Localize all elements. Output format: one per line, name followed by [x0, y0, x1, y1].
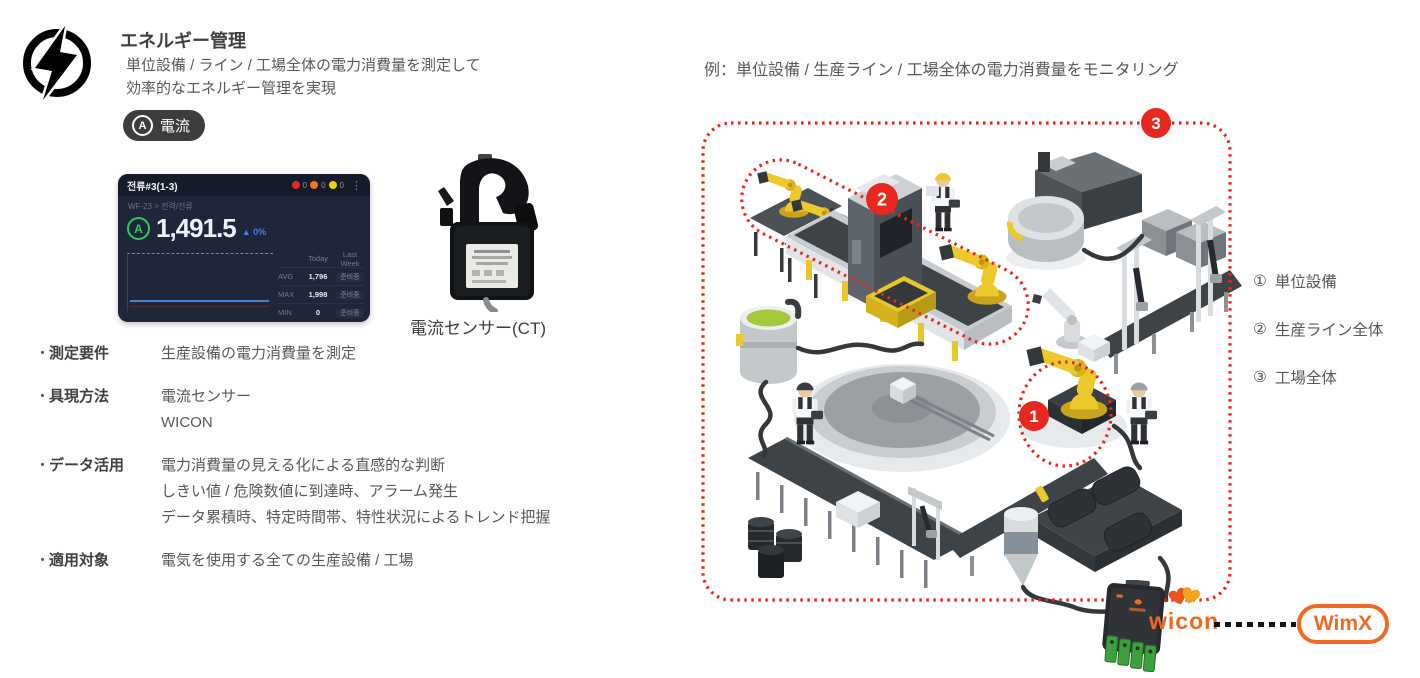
chart-line	[130, 299, 269, 302]
ready-badge: 준비중	[336, 308, 364, 318]
stats-row-min: MIN 0 준비중	[278, 303, 364, 321]
badge-3: 3	[1141, 108, 1171, 138]
small-gray-robot	[1032, 288, 1088, 349]
legend-unit-equipment: ① 単位設備	[1253, 270, 1383, 292]
hopper	[1004, 507, 1038, 586]
mini-trend-chart	[127, 253, 273, 311]
page-description: 単位設備 / ライン / 工場全体の電力消費量を測定して 効率的なエネルギー管理…	[126, 54, 481, 100]
bullet: ・	[35, 552, 51, 569]
red-alarm-dot	[291, 181, 300, 189]
spec-row-implementation: ・ 具現方法 電流センサー WICON	[35, 384, 655, 436]
worker-line	[926, 173, 960, 232]
legend-num-3: ③	[1253, 368, 1267, 386]
svg-text:2: 2	[877, 189, 887, 209]
orange-alarm-dot	[310, 181, 319, 189]
orange-alarm-count: 0	[321, 180, 326, 190]
bullet: ・	[35, 345, 51, 362]
spec-row-target: ・ 適用対象 電気を使用する全ての生産設備 / 工場	[35, 548, 655, 574]
page-title: エネルギー管理	[120, 31, 246, 51]
kebab-menu-icon[interactable]: ⋮	[351, 179, 362, 192]
chart-baseline	[130, 305, 269, 307]
red-alarm-count: 0	[302, 180, 308, 190]
storage-bins	[1142, 209, 1226, 268]
wimx-logo: WimX	[1297, 604, 1389, 644]
monitoring-zones: 1 2 3	[701, 108, 1232, 602]
zone-unit-equipment-outline	[1017, 360, 1113, 468]
spec-list: ・ 測定要件 生産設備の電力消費量を測定 ・ 具現方法 電流センサー WICON…	[35, 341, 655, 591]
description-line2: 効率的なエネルギー管理を実現	[126, 80, 337, 97]
factory-illustration: 1 2 3	[701, 108, 1242, 616]
current-dashboard-widget[interactable]: 전류#3(1-3) 0 0 0 ⋮ WF-23 > 전력/전류 A 1,491.…	[118, 174, 370, 322]
badge-1: 1	[1019, 401, 1049, 431]
dashboard-header: 전류#3(1-3) 0 0 0 ⋮	[118, 174, 370, 196]
legend-label-1: 単位設備	[1274, 274, 1337, 291]
zone-production-line-outline	[740, 158, 1030, 346]
worker-left	[792, 382, 824, 445]
col-last-week: Last Week	[340, 249, 360, 268]
legend-num-2: ②	[1253, 320, 1267, 338]
wicon-device-image	[1102, 580, 1165, 672]
ct-sensor-caption: 電流センサー(CT)	[410, 319, 546, 338]
bullet: ・	[35, 457, 51, 474]
legend-production-line: ② 生産ライン全体	[1253, 318, 1383, 340]
ready-badge: 준비중	[336, 290, 364, 300]
ready-badge: 준비중	[336, 272, 364, 282]
circle-a-icon: A	[127, 217, 150, 240]
example-heading: 例：単位設備 / 生産ライン / 工場全体の電力消費量をモニタリング	[704, 62, 1179, 79]
dark-machine-blocks	[1031, 466, 1182, 572]
connector-dotted-line	[1214, 622, 1296, 627]
circle-a-bolt-icon: A	[132, 115, 153, 136]
yellow-alarm-dot	[328, 181, 337, 189]
badge-2: 2	[866, 183, 898, 215]
legend-label-2: 生産ライン全体	[1274, 322, 1384, 339]
dashboard-title: 전류#3(1-3)	[127, 181, 178, 193]
clarifier-tank	[794, 364, 1010, 472]
stats-row-avg: AVG 1,796 준비중	[278, 267, 364, 285]
workers	[792, 173, 1158, 445]
current-badge: A 電流	[123, 110, 206, 141]
energy-lightning-icon	[23, 24, 91, 102]
stats-header-row: Today Last Week	[278, 249, 364, 268]
current-value: 1,491.5	[156, 213, 237, 243]
col-today: Today	[307, 254, 328, 263]
legend-whole-factory: ③ 工場全体	[1253, 366, 1383, 388]
yellow-alarm-count: 0	[339, 180, 344, 190]
stats-row-max: MAX 1,998 준비중	[278, 285, 364, 303]
oil-barrels	[748, 517, 802, 578]
legend-label-3: 工場全体	[1274, 370, 1337, 387]
description-line1: 単位設備 / ライン / 工場全体の電力消費量を測定して	[126, 57, 481, 74]
small-crate	[836, 334, 1110, 528]
worker-right	[1126, 382, 1158, 445]
wicon-logo: wicon	[1149, 608, 1220, 634]
wicon-heart-icon	[1168, 587, 1201, 605]
spec-row-data-usage: ・ データ活用 電力消費量の見える化による直感的な判断 しきい値 / 危険数値に…	[35, 453, 655, 531]
green-tank	[736, 298, 802, 384]
svg-text:1: 1	[1029, 407, 1038, 426]
legend-num-1: ①	[1253, 272, 1267, 290]
cnc-machine	[1006, 152, 1142, 270]
current-value-row: A 1,491.5 ▲ 0%	[127, 213, 266, 244]
bullet: ・	[35, 388, 51, 405]
production-line	[750, 171, 1012, 361]
ct-sensor-image	[438, 154, 539, 312]
alarm-indicators: 0 0 0 ⋮	[291, 179, 362, 192]
zone-legend: ① 単位設備 ② 生産ライン全体 ③ 工場全体	[1253, 270, 1383, 414]
dashboard-breadcrumb: WF-23 > 전력/전류	[128, 202, 193, 211]
delta-percent: ▲ 0%	[241, 226, 267, 237]
stats-table: Today Last Week AVG 1,796 준비중 MAX 1,998 …	[278, 250, 364, 321]
gantry-conveyor	[1098, 206, 1242, 374]
svg-text:3: 3	[1151, 114, 1160, 133]
current-badge-label: 電流	[160, 118, 191, 135]
spec-row-measurement: ・ 測定要件 生産設備の電力消費量を測定	[35, 341, 655, 367]
